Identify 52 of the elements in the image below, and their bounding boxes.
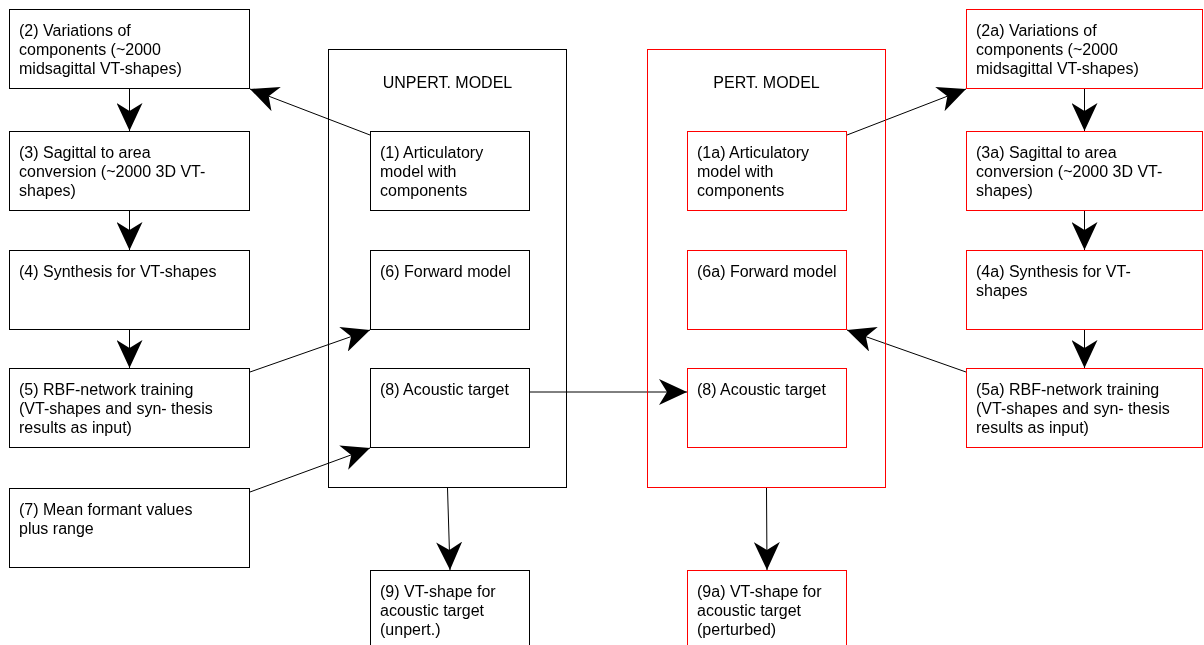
process-box bbox=[370, 368, 530, 448]
box-text: (8) Acoustic target bbox=[697, 380, 826, 399]
process-box bbox=[9, 488, 250, 568]
arrow bbox=[1071, 88, 1098, 132]
box-text: (3a) Sagittal to area conversion (~2000 3D VT-shapes) bbox=[976, 143, 1164, 200]
arrow bbox=[249, 445, 371, 493]
arrow bbox=[116, 329, 143, 369]
frame-title: UNPERT. MODEL bbox=[381, 74, 514, 92]
process-box bbox=[370, 570, 530, 645]
box-text: (1) Articulatory model with components bbox=[380, 143, 485, 200]
box-text: (2a) Variations of components (~2000 midsagittal VT-shapes) bbox=[976, 21, 1140, 78]
process-box bbox=[687, 368, 847, 448]
box-text: (6) Forward model bbox=[380, 262, 511, 281]
arrow bbox=[436, 487, 463, 571]
box-text: (2) Variations of components (~2000 midsagittal VT-shapes) bbox=[19, 21, 183, 78]
box-text: (5) RBF-network training (VT-shapes and syn- thesis results as input) bbox=[19, 380, 214, 437]
box-text: (5a) RBF-network training (VT-shapes and syn- thesis results as input) bbox=[976, 380, 1171, 437]
arrow bbox=[529, 379, 688, 405]
process-box bbox=[966, 9, 1203, 89]
box-text: (7) Mean formant values plus range bbox=[19, 500, 194, 538]
box-text: (9a) VT-shape for acoustic target (perturbed) bbox=[697, 582, 823, 639]
process-box bbox=[9, 368, 250, 448]
box-text: (8) Acoustic target bbox=[380, 380, 509, 399]
frame-title: PERT. MODEL bbox=[712, 74, 821, 92]
box-text: (3) Sagittal to area conversion (~2000 3D VT-shapes) bbox=[19, 143, 207, 200]
process-box bbox=[370, 250, 530, 330]
arrow bbox=[1071, 210, 1098, 251]
process-box bbox=[370, 131, 530, 211]
arrow bbox=[753, 487, 780, 571]
arrow bbox=[116, 88, 143, 132]
model-frame bbox=[647, 49, 886, 488]
process-box bbox=[966, 368, 1203, 448]
box-text: (4) Synthesis for VT-shapes bbox=[19, 262, 217, 281]
arrow bbox=[846, 327, 967, 373]
box-text: (9) VT-shape for acoustic target (unpert.) bbox=[380, 582, 497, 639]
arrow bbox=[249, 86, 371, 136]
process-box bbox=[687, 570, 847, 645]
box-text: (6a) Forward model bbox=[697, 262, 837, 281]
process-box bbox=[9, 250, 250, 330]
process-box bbox=[9, 131, 250, 211]
process-box bbox=[966, 131, 1203, 211]
arrow bbox=[249, 327, 371, 373]
arrow bbox=[846, 86, 967, 136]
process-box bbox=[9, 9, 250, 89]
process-box bbox=[687, 250, 847, 330]
box-text: (4a) Synthesis for VT-shapes bbox=[976, 262, 1132, 300]
process-box bbox=[966, 250, 1203, 330]
arrow bbox=[1071, 329, 1098, 369]
model-frame bbox=[328, 49, 567, 488]
arrow bbox=[116, 210, 143, 251]
process-box bbox=[687, 131, 847, 211]
box-text: (1a) Articulatory model with components bbox=[697, 143, 811, 200]
